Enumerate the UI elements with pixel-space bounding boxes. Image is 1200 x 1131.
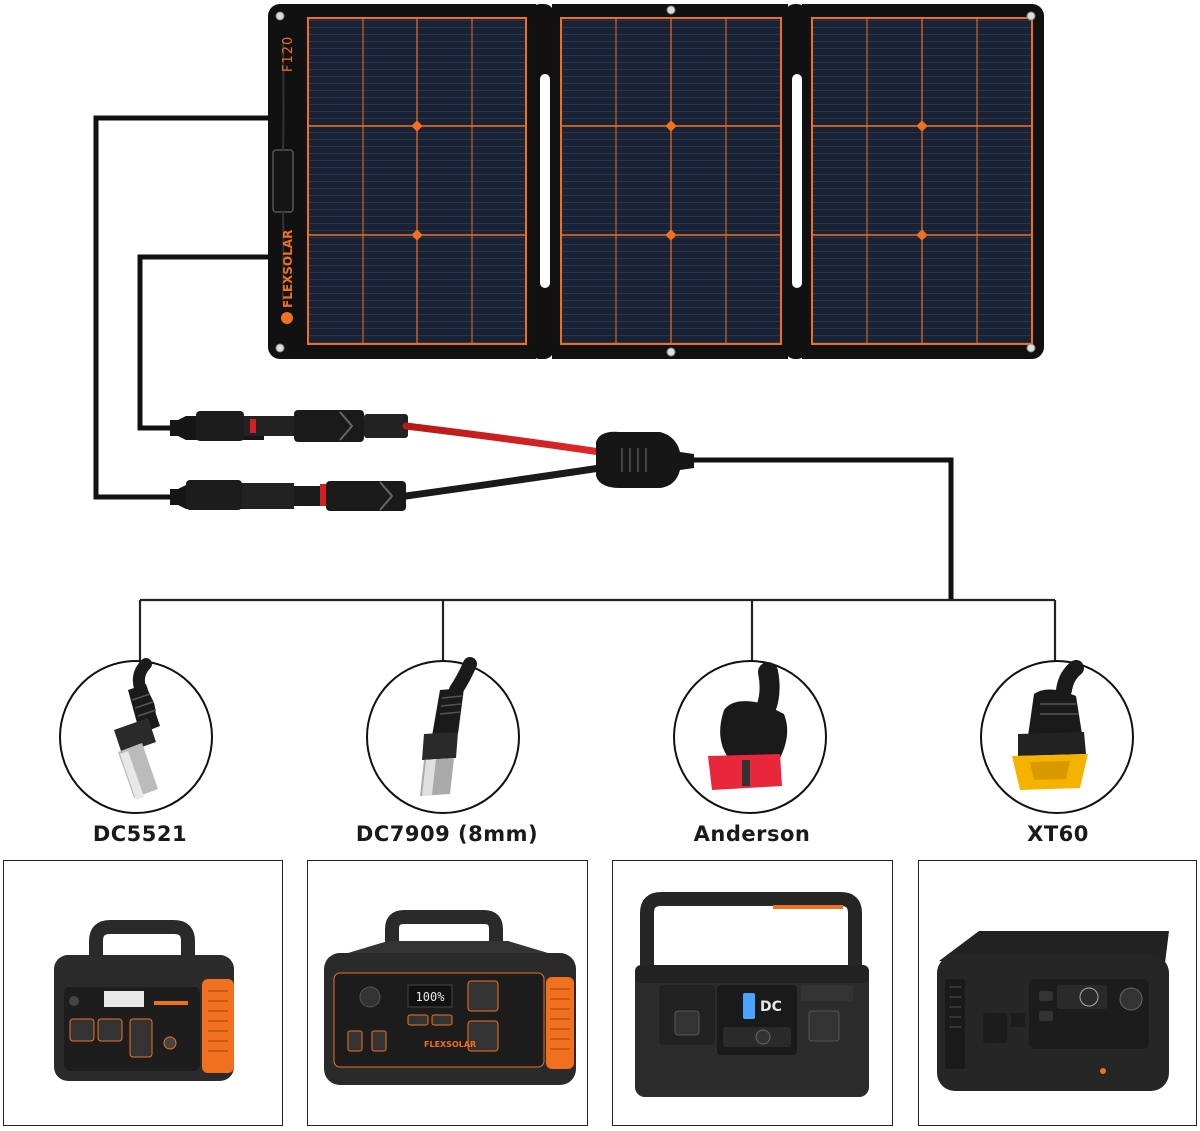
grommets bbox=[275, 5, 1036, 357]
connector-label-anderson: Anderson bbox=[693, 822, 811, 846]
dc7909-connector-icon bbox=[366, 657, 520, 814]
power-station-card bbox=[918, 860, 1197, 1126]
cell-array bbox=[307, 17, 527, 345]
hinge-slot bbox=[540, 74, 550, 288]
power-station-orange-icon bbox=[54, 920, 234, 1081]
power-station-flexsolar-icon: 100% FLEXSOLAR bbox=[324, 910, 576, 1085]
station-brand: FLEXSOLAR bbox=[424, 1040, 476, 1049]
branch-lines bbox=[138, 598, 1057, 665]
xt60-connector-icon bbox=[980, 660, 1134, 814]
connector-label-xt60: XT60 bbox=[1027, 822, 1089, 846]
power-station-black-icon bbox=[937, 931, 1169, 1091]
connector-label-dc5521: DC5521 bbox=[92, 822, 188, 846]
red-cable bbox=[402, 422, 604, 456]
junction-box bbox=[272, 149, 294, 213]
connector-label-dc7909: DC7909 (8mm) bbox=[355, 822, 539, 846]
power-station-card: DC bbox=[612, 860, 893, 1126]
y-branch-connector bbox=[596, 431, 694, 488]
brand-logo-icon bbox=[281, 312, 293, 324]
panel-model: F120 bbox=[281, 36, 296, 72]
hinge-slot bbox=[792, 74, 802, 288]
power-station-card bbox=[3, 860, 283, 1126]
wiring-lines bbox=[93, 115, 954, 600]
mc4-connector-pair-top bbox=[170, 410, 408, 442]
station-display-readout: 100% bbox=[416, 990, 446, 1004]
power-station-handle-icon: DC bbox=[635, 892, 869, 1097]
power-station-card: 100% FLEXSOLAR bbox=[307, 860, 588, 1126]
dc5521-connector-icon bbox=[59, 658, 213, 814]
solar-panel bbox=[268, 2, 1044, 362]
station-display-label: DC bbox=[760, 999, 782, 1015]
panel-brand: FLEXSOLAR bbox=[281, 230, 295, 308]
cell-array bbox=[811, 17, 1033, 345]
anderson-connector-icon bbox=[673, 660, 827, 814]
black-cable bbox=[402, 464, 604, 500]
mc4-connector-pair-bottom bbox=[170, 480, 406, 511]
cell-array bbox=[560, 17, 782, 345]
